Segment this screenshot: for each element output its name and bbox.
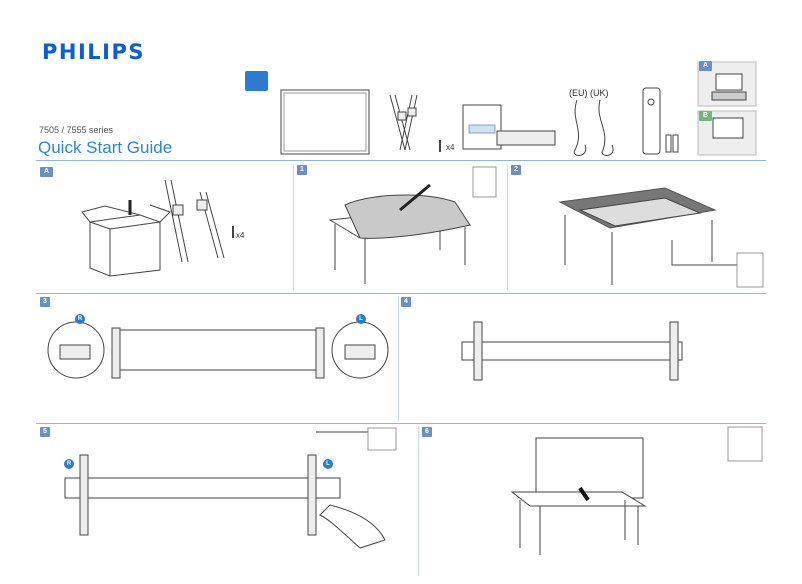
step-1-badge: 1 (297, 165, 307, 175)
step-4-badge: 4 (401, 297, 411, 307)
middle-rule (36, 293, 766, 294)
left-side-marker-step3: L (356, 314, 366, 324)
step-6-badge: 6 (422, 427, 432, 437)
left-side-marker-step5: L (323, 459, 333, 469)
separator-3-4 (398, 296, 399, 421)
separator-1-2 (507, 165, 508, 290)
placement-option-a: A (699, 61, 712, 71)
right-side-marker-step5: R (64, 459, 74, 469)
step-5-badge: 5 (40, 427, 50, 437)
separator-a-1 (293, 165, 294, 290)
stand-screws-count: x4 (236, 231, 245, 240)
page-title: Quick Start Guide (38, 138, 173, 157)
separator-5-6 (418, 426, 419, 576)
step-2-badge: 2 (511, 165, 521, 175)
lower-rule (36, 423, 766, 424)
right-side-marker-step3: R (75, 314, 85, 324)
step-3-badge: 3 (40, 297, 50, 307)
brand-logo: PHILIPS (42, 40, 145, 64)
series-label: 7505 / 7555 series (39, 125, 114, 135)
placement-option-b: B (699, 111, 712, 121)
power-cord-regions: (EU) (UK) (569, 88, 609, 98)
screws-count: x4 (446, 143, 455, 152)
step-a-badge: A (40, 167, 53, 177)
top-rule (36, 160, 766, 161)
